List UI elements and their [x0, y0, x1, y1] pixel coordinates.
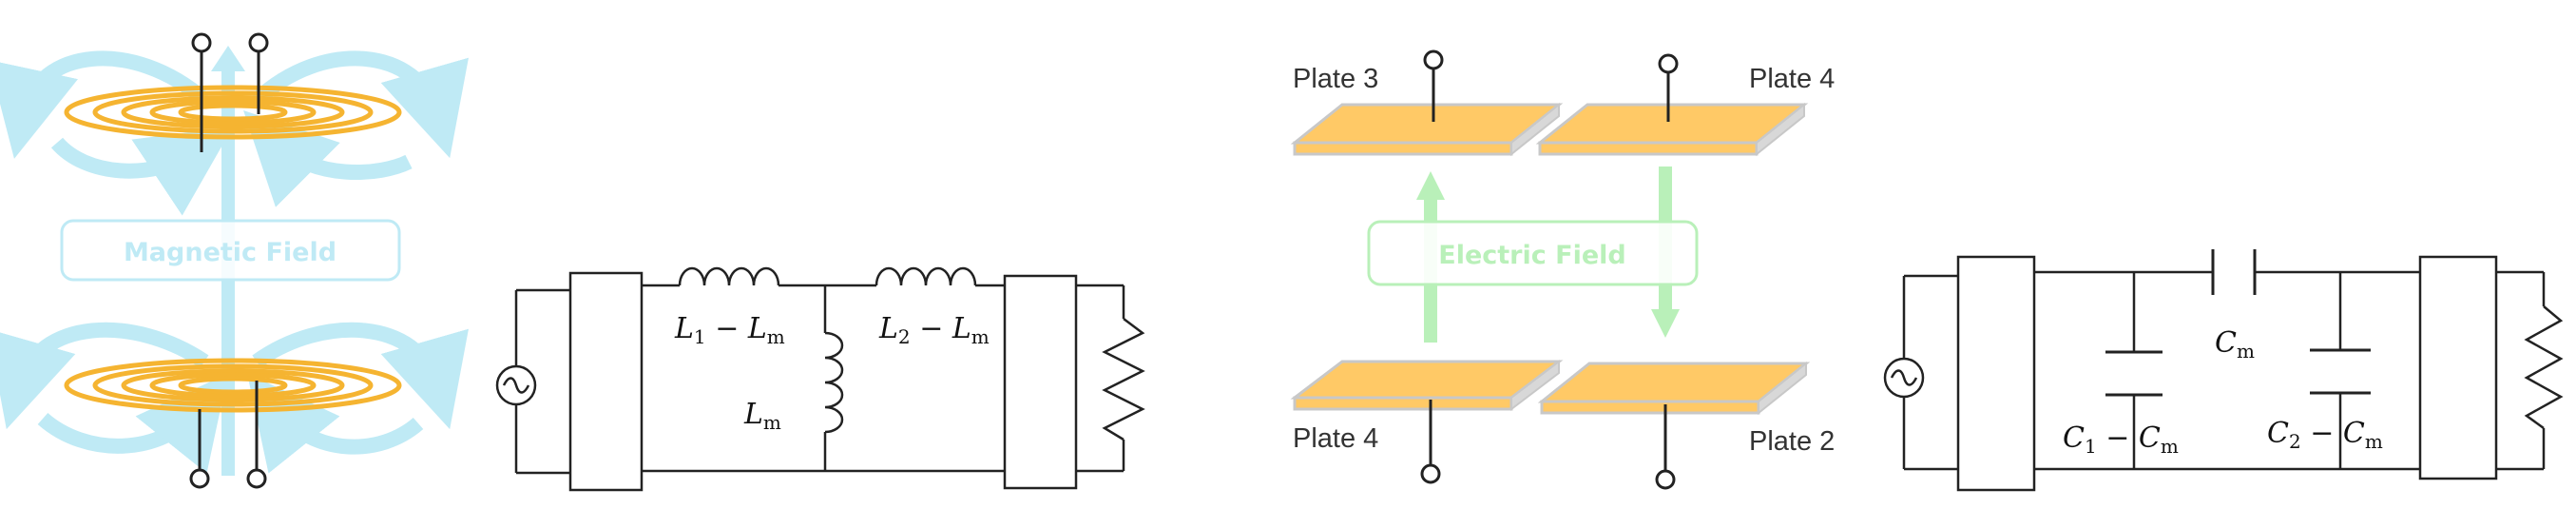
- terminal: [248, 32, 269, 53]
- plate-bottom-left: [1290, 359, 1564, 412]
- field-arrow-up-head: [1416, 171, 1445, 200]
- matching-block-left: [568, 271, 644, 492]
- load-resistor: [1102, 318, 1145, 441]
- inductor-l1-minus-lm: [678, 266, 780, 286]
- load-resistor: [2524, 305, 2564, 430]
- magnetic-field-box: [60, 219, 401, 282]
- matching-block-right: [1003, 274, 1078, 490]
- label-cm: Cm: [2215, 326, 2255, 362]
- field-loop-bottom-left-upper: [0, 322, 209, 430]
- plate-top-right: [1535, 102, 1809, 157]
- field-loop-top-right-lower: [243, 110, 413, 207]
- plate-label-bottom-left: Plate 4: [1293, 423, 1378, 454]
- terminal: [1658, 53, 1679, 74]
- capacitive-equivalent-circuit: Cm C1 − Cm C2 − Cm: [1883, 249, 2564, 492]
- terminal: [189, 468, 210, 489]
- field-arrow-down-head: [1651, 309, 1680, 338]
- inductor-lm: [824, 331, 844, 434]
- plate-top-left: [1290, 102, 1564, 157]
- label-lm: Lm: [743, 398, 781, 434]
- plate-label-bottom-right: Plate 2: [1749, 426, 1835, 457]
- field-arrow-head: [211, 46, 245, 71]
- label-c1-minus-cm: C1 − Cm: [2063, 421, 2179, 458]
- field-loop-top-left-lower: [50, 127, 233, 216]
- plate-label-top-left: Plate 3: [1293, 64, 1378, 94]
- bottom-coil: [64, 358, 402, 413]
- matching-block-right: [2418, 255, 2498, 480]
- plate-label-top-right: Plate 4: [1749, 64, 1835, 94]
- field-loop-bottom-left-lower: [37, 373, 229, 474]
- label-l2-minus-lm: L2 − Lm: [878, 312, 990, 348]
- terminal: [1423, 49, 1444, 70]
- field-loop-bottom-right-lower: [246, 373, 424, 474]
- electric-field-label: Electric Field: [1438, 241, 1626, 270]
- top-coil: [64, 85, 402, 140]
- inductor-l2-minus-lm: [875, 266, 977, 286]
- field-loop-top-left-upper: [0, 50, 210, 159]
- terminal: [191, 32, 212, 53]
- field-loop-top-right-upper: [251, 50, 469, 159]
- electric-coupling-illustration: Electric Field Plate 3 Plate 4 Plate 4 P…: [1290, 49, 1835, 490]
- inductive-equivalent-circuit: L1 − Lm L2 − Lm Lm: [495, 266, 1145, 492]
- plate-bottom-right: [1537, 361, 1811, 416]
- terminal: [246, 468, 267, 489]
- matching-block-left: [1956, 255, 2036, 492]
- label-l1-minus-lm: L1 − Lm: [674, 312, 785, 348]
- label-c2-minus-cm: C2 − Cm: [2267, 417, 2383, 453]
- electric-field-box: [1367, 220, 1699, 286]
- ac-source-wave: [1890, 369, 1918, 386]
- terminal: [1420, 463, 1441, 484]
- magnetic-coupling-illustration: Magnetic Field: [0, 32, 469, 489]
- magnetic-field-label: Magnetic Field: [124, 238, 336, 267]
- field-loop-bottom-right-upper: [252, 322, 469, 430]
- terminal: [1655, 469, 1676, 490]
- ac-source-wave: [502, 377, 530, 394]
